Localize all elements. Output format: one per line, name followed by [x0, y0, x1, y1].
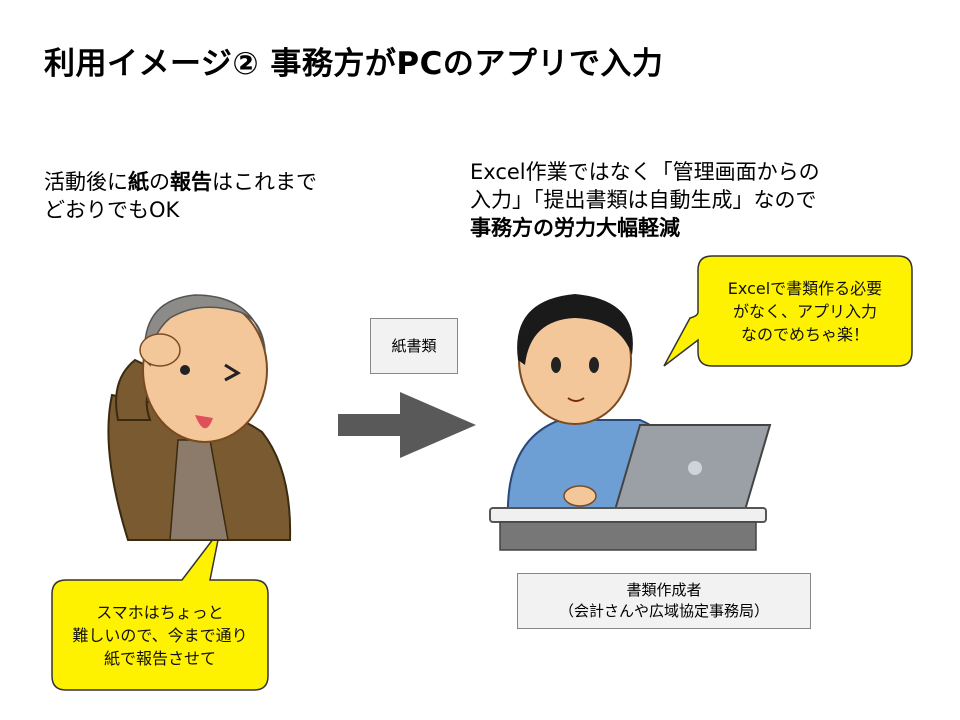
- right-description-line3: 事務方の労力大幅軽減: [470, 216, 680, 240]
- page-title: 利用イメージ② 事務方がPCのアプリで入力: [44, 46, 664, 82]
- speech-bubble-left-text: スマホはちょっと 難しいので、今まで通り 紙で報告させて: [72, 602, 248, 668]
- paper-documents-label: 紙書類: [370, 318, 458, 374]
- speech-bubble-right: [663, 255, 913, 367]
- speech-bubble-right-text: Excelで書類作る必要 がなく、アプリ入力 なのでめちゃ楽！: [727, 278, 883, 344]
- arrow-right-icon: [338, 392, 476, 458]
- right-description: Excel作業ではなく「管理画面からの 入力」「提出書類は自動生成」なので 事務…: [470, 158, 820, 242]
- speech-bubble-left: [51, 529, 269, 691]
- elderly-man-illustration: [107, 294, 292, 541]
- left-description: 活動後に紙の報告はこれまで どおりでもOK: [44, 168, 317, 224]
- office-worker-laptop-illustration: [489, 294, 772, 551]
- left-description-line2: どおりでもOK: [44, 198, 180, 222]
- document-creator-label: 書類作成者 （会計さんや広域協定事務局）: [517, 573, 811, 629]
- right-description-line2: 入力」「提出書類は自動生成」なので: [470, 188, 817, 212]
- left-description-line1: 活動後に紙の報告はこれまで: [44, 170, 317, 194]
- right-description-line1: Excel作業ではなく「管理画面からの: [470, 160, 820, 184]
